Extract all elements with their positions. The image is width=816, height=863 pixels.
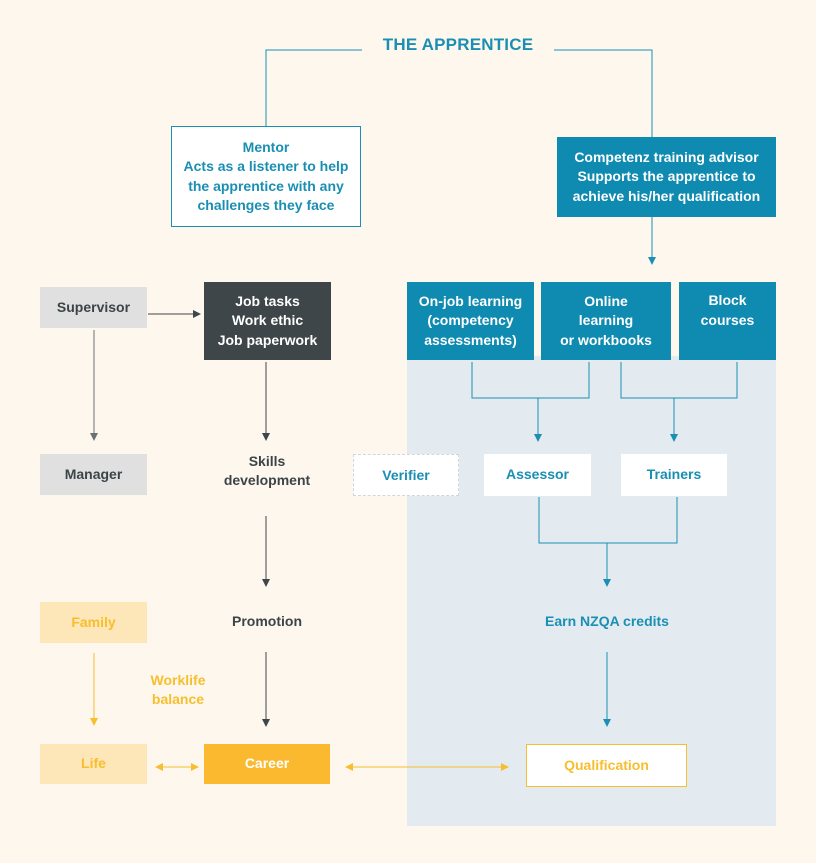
earn-credits-node: Earn NZQA credits [520,602,694,642]
life-label: Life [81,755,106,772]
advisor-text-1: Supports the apprentice to [577,168,756,185]
promotion-label: Promotion [232,613,302,630]
worklife-line-2: balance [151,691,205,707]
assessment-to-credits-line [538,497,678,544]
verifier-box: Verifier [353,454,459,496]
training-advisor-box: Competenz training advisor Supports the … [557,137,776,217]
mentor-text-1: Acts as a listener to help [183,158,349,174]
trainers-label: Trainers [646,466,702,483]
career-label: Career [244,755,290,772]
mentor-text-2: the apprentice with any [188,177,344,194]
block-line-1: Block [708,292,747,308]
learning-to-assessor-line [471,362,590,399]
on-job-line-1: On-job learning [418,292,523,309]
diagram-title: THE APPRENTICE [382,35,534,54]
qualification-box: Qualification [526,744,687,787]
manager-box: Manager [40,454,147,495]
job-tasks-line-2: Work ethic [231,312,304,329]
mentor-text-3: challenges they face [197,197,335,213]
online-line-3: or workbooks [560,331,652,348]
job-tasks-line-3: Job paperwork [217,331,318,348]
supervisor-box: Supervisor [40,287,147,328]
earn-credits-label: Earn NZQA credits [545,613,669,630]
advisor-text-2: achieve his/her qualification [572,187,761,204]
supervisor-label: Supervisor [56,298,131,315]
promotion-node: Promotion [204,602,330,642]
learning-to-trainers-line [620,362,738,399]
online-learning-box: Online learning or workbooks [541,282,671,360]
skills-line-1: Skills [248,452,286,469]
verifier-label: Verifier [382,467,430,483]
family-label: Family [71,613,116,630]
family-box: Family [40,602,147,643]
on-job-line-3: assessments) [424,331,517,348]
assessor-label: Assessor [505,466,570,483]
job-tasks-box: Job tasks Work ethic Job paperwork [204,282,331,360]
worklife-line-1: Worklife [150,671,206,688]
advisor-heading: Competenz training advisor [574,148,759,165]
on-job-line-2: (competency [427,312,514,329]
mentor-box: Mentor Acts as a listener to help the ap… [171,126,361,227]
career-box: Career [204,744,330,784]
skills-development-node: Skills development [204,450,330,492]
worklife-balance-label: Worklife balance [130,670,226,710]
online-line-1: Online [584,292,628,309]
life-box: Life [40,744,147,784]
trainers-box: Trainers [621,454,727,496]
skills-line-2: development [223,472,311,488]
manager-label: Manager [64,465,123,482]
block-line-2: courses [700,311,755,328]
qualification-label: Qualification [564,756,649,773]
title-to-mentor-line [265,49,362,126]
job-tasks-line-1: Job tasks [235,292,300,309]
block-courses-box: Block courses [679,282,776,360]
on-job-learning-box: On-job learning (competency assessments) [407,282,534,360]
assessor-box: Assessor [484,454,591,496]
online-line-2: learning [578,312,634,329]
mentor-heading: Mentor [242,138,290,155]
title-to-advisor-line [554,49,653,137]
